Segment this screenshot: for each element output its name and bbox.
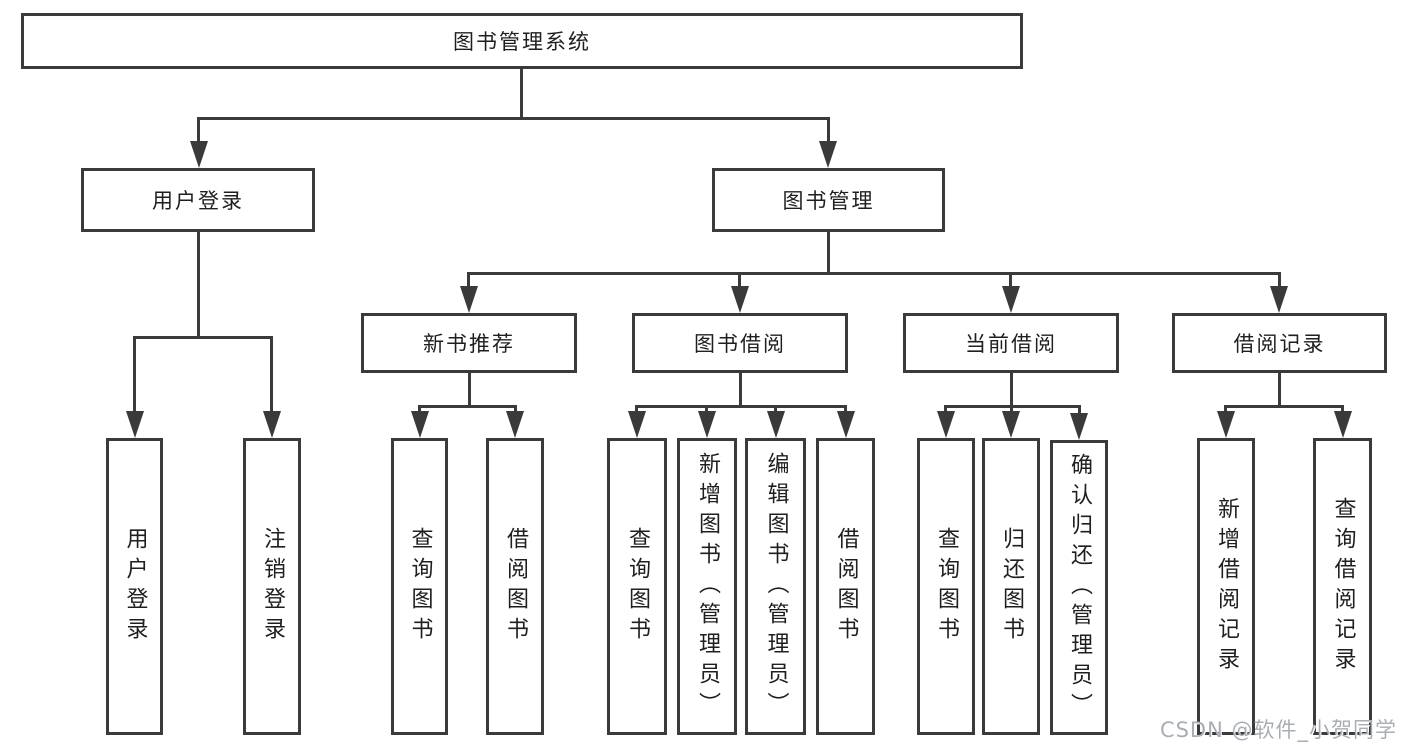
connector-book-management-stem [827, 232, 830, 275]
connector-drop-recommend-borrow [514, 406, 517, 415]
connector-drop-add-record [1224, 406, 1227, 415]
connector-drop-borrow-records [1278, 273, 1281, 291]
leaf-edit-books-admin-label: 编辑图书（管理员） [763, 451, 789, 722]
arrow-to-current-query [937, 411, 955, 438]
node-book-management-label: 图书管理 [782, 189, 875, 213]
leaf-user-login: 用户登录 [106, 438, 163, 735]
arrow-to-add-record [1217, 411, 1235, 438]
arrow-to-leaf-logout [263, 411, 281, 438]
arrow-to-edit-books [767, 411, 785, 438]
connector-borrow-records-stem [1278, 373, 1281, 407]
connector-book-borrow-stem [739, 373, 742, 407]
arrow-to-borrow-records [1270, 286, 1288, 313]
connector-new-book-recommend-stem [468, 373, 471, 407]
node-book-management: 图书管理 [712, 168, 945, 232]
leaf-add-borrow-record: 新增借阅记录 [1197, 438, 1255, 735]
arrow-to-confirm-return [1070, 413, 1088, 440]
leaf-recommend-query-books: 查询图书 [391, 438, 448, 735]
arrow-to-return-books [1002, 411, 1020, 438]
leaf-recommend-borrow-books-label: 借阅图书 [503, 526, 528, 647]
node-user-login-label: 用户登录 [152, 189, 244, 213]
watermark: CSDN @软件_小贺同学 [1159, 718, 1397, 742]
connector-drop-leaf-logout [270, 337, 273, 414]
leaf-recommend-query-books-label: 查询图书 [407, 526, 433, 647]
connector-drop-user-login [197, 118, 200, 146]
arrow-to-user-login [190, 141, 208, 168]
node-root: 图书管理系统 [21, 13, 1023, 69]
arrow-to-current-borrow [1002, 286, 1020, 313]
arrow-to-borrow-books [837, 411, 855, 438]
connector-drop-borrow-books [844, 406, 847, 415]
arrow-to-recommend-borrow [506, 411, 524, 438]
connector-drop-leaf-user-login [133, 337, 136, 414]
arrow-to-new-book-recommend [460, 286, 478, 313]
connector-root-stem [520, 69, 523, 119]
arrow-to-leaf-user-login [126, 411, 144, 438]
connector-new-book-recommend-branch [418, 405, 517, 408]
leaf-query-borrow-record-label: 查询借阅记录 [1330, 496, 1356, 677]
leaf-recommend-borrow-books: 借阅图书 [486, 438, 544, 735]
connector-drop-confirm-return [1078, 406, 1081, 415]
arrow-to-borrow-query [628, 411, 646, 438]
leaf-query-borrow-record: 查询借阅记录 [1313, 438, 1372, 735]
connector-book-management-branch [467, 272, 1281, 275]
connector-book-borrow-branch [635, 405, 847, 408]
leaf-logout: 注销登录 [243, 438, 301, 735]
leaf-return-books: 归还图书 [982, 438, 1040, 735]
node-book-borrow: 图书借阅 [632, 313, 848, 373]
arrow-to-book-management [819, 141, 837, 168]
node-new-book-recommend-label: 新书推荐 [423, 332, 515, 356]
connector-drop-query-record [1341, 406, 1344, 415]
connector-drop-recommend-query [418, 406, 421, 415]
arrow-to-add-books [698, 411, 716, 438]
leaf-add-books-admin: 新增图书（管理员） [677, 438, 737, 735]
leaf-add-borrow-record-label: 新增借阅记录 [1214, 496, 1239, 677]
connector-drop-borrow-query [635, 406, 638, 415]
leaf-return-books-label: 归还图书 [999, 526, 1024, 647]
leaf-borrow-books: 借阅图书 [816, 438, 875, 735]
leaf-confirm-return-admin: 确认归还（管理员） [1050, 440, 1108, 735]
leaf-add-books-admin-label: 新增图书（管理员） [695, 451, 720, 722]
connector-user-login-stem [197, 232, 200, 339]
arrow-to-recommend-query [411, 411, 429, 438]
node-book-borrow-label: 图书借阅 [694, 332, 786, 356]
leaf-logout-label: 注销登录 [260, 526, 285, 647]
node-new-book-recommend: 新书推荐 [361, 313, 577, 373]
connector-drop-book-borrow [738, 273, 741, 291]
connector-borrow-records-branch [1224, 405, 1344, 408]
leaf-user-login-label: 用户登录 [122, 526, 148, 647]
node-borrow-records: 借阅记录 [1172, 313, 1387, 373]
connector-drop-new-book-recommend [467, 273, 470, 291]
node-user-login: 用户登录 [81, 168, 315, 232]
connector-root-branch [197, 117, 830, 120]
connector-drop-edit-books [774, 406, 777, 415]
leaf-confirm-return-admin-label: 确认归还（管理员） [1067, 452, 1092, 723]
node-current-borrow-label: 当前借阅 [965, 332, 1057, 356]
node-current-borrow: 当前借阅 [903, 313, 1119, 373]
node-root-label: 图书管理系统 [453, 30, 591, 54]
connector-current-borrow-stem [1010, 373, 1013, 407]
connector-drop-return-books [1010, 406, 1013, 415]
leaf-edit-books-admin: 编辑图书（管理员） [745, 438, 806, 735]
connector-drop-current-borrow [1009, 273, 1012, 291]
connector-drop-current-query [944, 406, 947, 415]
connector-user-login-branch [133, 336, 273, 339]
leaf-current-query-books: 查询图书 [917, 438, 975, 735]
node-borrow-records-label: 借阅记录 [1233, 332, 1326, 356]
leaf-borrow-query-books-label: 查询图书 [625, 526, 650, 647]
connector-drop-book-management [827, 118, 830, 146]
leaf-borrow-books-label: 借阅图书 [833, 526, 859, 647]
connector-drop-add-books [705, 406, 708, 415]
arrow-to-query-record [1334, 411, 1352, 438]
arrow-to-book-borrow [731, 286, 749, 313]
leaf-borrow-query-books: 查询图书 [607, 438, 667, 735]
leaf-current-query-books-label: 查询图书 [934, 526, 959, 647]
